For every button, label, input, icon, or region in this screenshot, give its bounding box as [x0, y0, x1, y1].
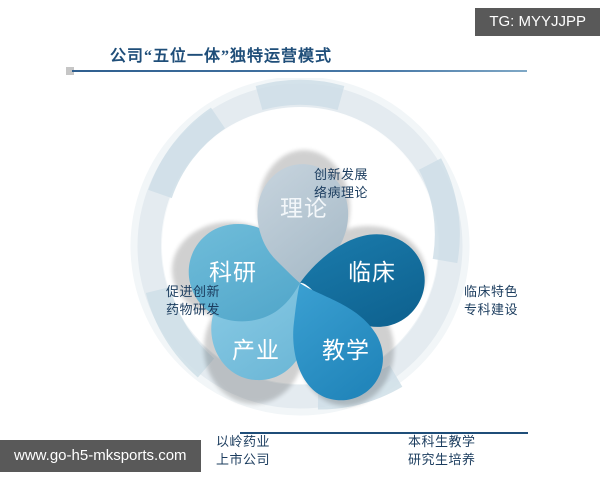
outer-label-teaching: 本科生教学 研究生培养: [408, 433, 476, 469]
outer-label-industry-line1: 以岭药业: [216, 434, 271, 449]
outer-label-research-line2: 药物研发: [166, 302, 221, 317]
petal-teaching[interactable]: 教学: [293, 283, 383, 401]
url-watermark: www.go-h5-mksports.com: [0, 440, 201, 472]
petal-theory[interactable]: 理论: [257, 164, 349, 283]
outer-label-industry-line2: 上市公司: [216, 452, 271, 467]
outer-label-teaching-line2: 研究生培养: [408, 452, 476, 467]
page-title: 公司“五位一体”独特运营模式: [110, 48, 333, 65]
outer-label-theory-line1: 创新发展: [314, 167, 369, 182]
outer-label-clinical-line2: 专科建设: [464, 302, 519, 317]
petal-label-industry: 产业: [232, 337, 280, 363]
five-in-one-diagram: 产业 科研 理论 临床 教学 创新发展 络病理论: [78, 78, 522, 467]
petal-label-clinical: 临床: [348, 259, 396, 285]
petal-label-theory: 理论: [280, 195, 328, 221]
bottom-rule: [240, 432, 528, 434]
outer-label-clinical-line1: 临床特色: [464, 284, 519, 299]
outer-label-research: 促进创新 药物研发: [166, 283, 220, 319]
petal-label-research: 科研: [209, 259, 257, 285]
outer-label-clinical: 临床特色 专科建设: [464, 283, 518, 319]
telegram-watermark: TG: MYYJJPP: [475, 8, 600, 36]
title-underline: [72, 70, 527, 72]
outer-label-industry: 以岭药业 上市公司: [216, 433, 270, 469]
outer-label-teaching-line1: 本科生教学: [408, 434, 476, 449]
outer-label-theory-line2: 络病理论: [314, 185, 369, 200]
outer-label-research-line1: 促进创新: [166, 284, 221, 299]
outer-label-theory: 创新发展 络病理论: [314, 166, 368, 202]
title-rule-cap: [66, 67, 74, 75]
petal-label-teaching: 教学: [322, 337, 370, 363]
